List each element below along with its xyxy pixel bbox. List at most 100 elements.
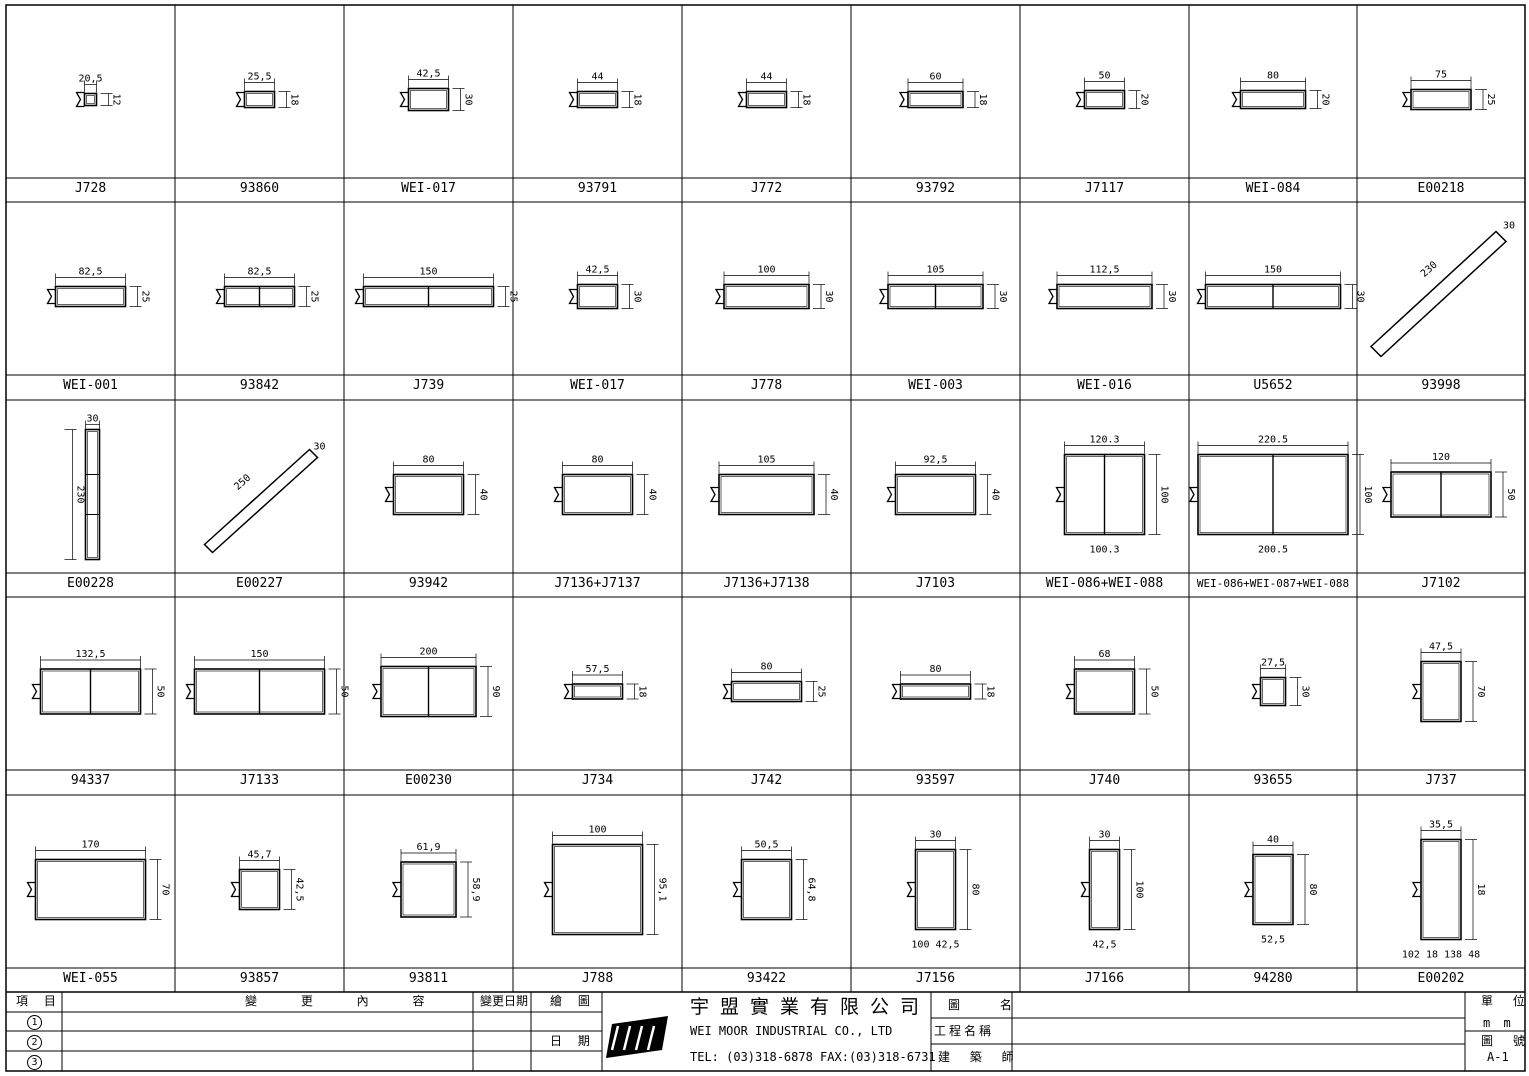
profile-code: WEI-003	[908, 378, 963, 393]
profile-code: J7136+J7138	[723, 576, 810, 591]
profile-code: WEI-017	[570, 378, 625, 393]
profile-inner	[554, 846, 641, 933]
profile-code: J7102	[1421, 576, 1461, 591]
profile-inner	[720, 476, 813, 513]
profile-outline	[203, 448, 319, 554]
dimension-text: 120.3	[1089, 435, 1119, 446]
dimension-text: 100	[1134, 880, 1145, 898]
dimension-text: 220.5	[1258, 435, 1288, 446]
profile-inner	[909, 93, 962, 106]
profile-outline	[400, 861, 457, 918]
profile-inner	[37, 861, 144, 918]
mount-clip	[563, 683, 573, 700]
mount-clip	[732, 881, 742, 898]
profile-code: J7166	[1084, 971, 1125, 986]
dimension-text: 200.5	[1258, 545, 1288, 556]
profile-inner	[574, 685, 621, 698]
profile-inner	[1422, 841, 1460, 938]
profile-code: J7156	[915, 971, 956, 986]
dimension-text: 47,5	[1429, 642, 1453, 653]
profile-code: WEI-001	[63, 378, 118, 393]
dimension-text: 30	[1300, 685, 1311, 697]
profile-code: 93791	[577, 181, 618, 196]
mount-clip	[1075, 91, 1085, 108]
profile-inner	[579, 93, 616, 106]
profile-outline	[83, 92, 98, 107]
mount-clip	[891, 683, 901, 700]
dimension-text: 25	[309, 290, 320, 302]
mount-clip	[1196, 288, 1206, 305]
profile-outline	[718, 473, 815, 516]
dimension-text: 30	[1503, 221, 1515, 232]
dimension-text: 18	[801, 93, 812, 105]
profile-inner	[897, 476, 974, 513]
profile-code: E00227	[236, 576, 283, 591]
dimension-text: 30	[632, 290, 643, 302]
profile-outline	[576, 90, 619, 109]
profile-code: J734	[581, 773, 614, 788]
dimension-text: 30	[1098, 830, 1110, 841]
dimension-text: 100.3	[1089, 545, 1119, 556]
dimension-text: 57,5	[585, 664, 609, 675]
profile-outline	[243, 90, 276, 109]
dimension-text: 25	[508, 290, 519, 302]
profile-outline	[914, 848, 957, 931]
profile-outline	[571, 683, 624, 700]
profile-code: 93655	[1253, 773, 1293, 788]
company-logo-icon	[606, 1016, 668, 1058]
dimension-text: 80	[1267, 71, 1279, 82]
profile-inner	[1091, 851, 1118, 928]
mount-clip	[1411, 683, 1421, 700]
date-label: 日 期	[550, 1034, 596, 1048]
mount-clip	[878, 288, 888, 305]
dimension-text: 25	[1485, 93, 1496, 105]
profile-outline	[561, 473, 634, 516]
mount-clip	[391, 881, 401, 898]
profile-code: WEI-017	[401, 181, 456, 196]
architect-label: 建 築 師	[938, 1050, 1022, 1064]
mount-clip	[714, 288, 724, 305]
dimension-text: 120	[1432, 452, 1450, 463]
mount-clip	[543, 881, 553, 898]
dimension-text: 58,9	[470, 877, 481, 901]
company-logo-icon	[622, 1025, 632, 1051]
dimension-text: 112,5	[1089, 265, 1119, 276]
dimension-text: 100	[1362, 485, 1373, 503]
profile-outline	[894, 473, 977, 516]
profile-outline	[576, 283, 619, 310]
drawing-number: A-1	[1487, 1050, 1509, 1064]
dimension-text: 20	[1139, 93, 1150, 105]
dimension-text: 45,7	[247, 850, 271, 861]
dimension-text: 95,1	[657, 877, 668, 901]
profile-outline	[1420, 838, 1462, 941]
dimension-text: 50	[339, 685, 350, 697]
dimension-text: 40	[990, 488, 1001, 500]
profile-inner	[241, 871, 278, 908]
dimension-text: 75	[1435, 70, 1447, 81]
dimension-text: 250	[232, 473, 253, 493]
mount-clip	[1401, 91, 1411, 108]
mount-clip	[46, 288, 56, 305]
profile-inner	[1076, 670, 1133, 713]
dimension-text: 18	[637, 685, 648, 697]
profile-inner	[748, 93, 785, 106]
dimension-text: 52,5	[1261, 935, 1285, 946]
dimension-text: 40	[647, 488, 658, 500]
mount-clip	[1065, 683, 1075, 700]
profile-code: J7117	[1084, 181, 1125, 196]
mount-clip	[185, 683, 195, 700]
profile-code: 93792	[915, 181, 956, 196]
mount-clip	[886, 486, 896, 503]
dimension-text: 30	[929, 830, 941, 841]
dimension-text: 80	[422, 455, 434, 466]
dimension-text: 50,5	[754, 840, 778, 851]
profile-code: 93860	[239, 181, 280, 196]
profile-outline	[84, 428, 101, 561]
dimension-text: 50	[155, 685, 166, 697]
profile-inner	[57, 288, 124, 305]
profile-outline	[1420, 660, 1462, 723]
profile-outline	[392, 473, 465, 516]
dimension-text: 100	[588, 825, 606, 836]
